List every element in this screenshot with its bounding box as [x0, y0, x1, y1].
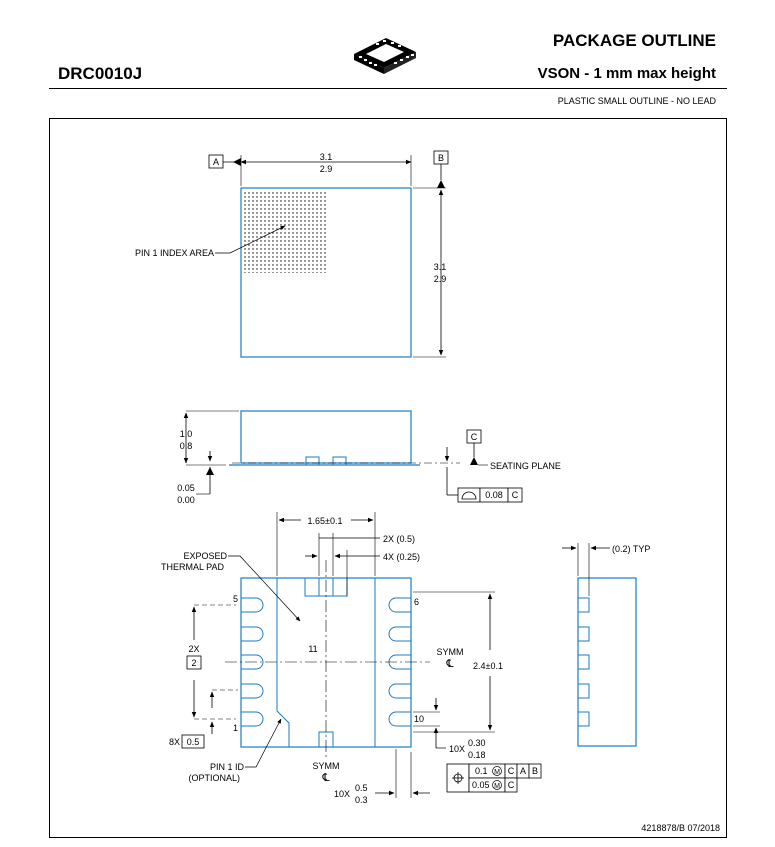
pos-datum-b: B — [532, 766, 538, 776]
top-view: A 3.1 2.9 B 3.1 2.9 PIN 1 INDEX AREA — [135, 150, 449, 358]
side-view: 1.0 0.8 0.05 0.00 C SEATING PLANE 0.08 C — [177, 410, 561, 505]
package-title: PACKAGE OUTLINE — [552, 31, 716, 50]
datum-b-label: B — [438, 153, 444, 163]
pad-length-tol: 0.1 — [490, 661, 503, 671]
side-height-min: 0.8 — [180, 441, 193, 451]
pad-length-pm-symbol: ± — [486, 661, 491, 671]
exposed-pad-label-2: THERMAL PAD — [161, 562, 225, 572]
drawing-frame — [49, 118, 727, 838]
end-view: (0.2) TYP — [562, 543, 650, 747]
pin-6-label: 6 — [414, 597, 419, 607]
side-height-max: 1.0 — [180, 429, 193, 439]
pos-tol-1-mmc: M — [494, 769, 500, 776]
pos-tol-1-value: 0.1 — [475, 766, 488, 776]
lead-width-max: 0.30 — [468, 738, 486, 748]
pin1-id-label-2: (OPTIONAL) — [188, 773, 240, 783]
flatness-datum: C — [512, 490, 519, 500]
pin-10-label: 10 — [414, 714, 424, 724]
pin-1-label: 1 — [233, 723, 238, 733]
thermal-pad-number: 11 — [308, 644, 317, 654]
pin1-id-label-1: PIN 1 ID — [210, 762, 245, 772]
pad-width-value: 1.65 — [308, 516, 326, 526]
pin1-index-label: PIN 1 INDEX AREA — [135, 248, 214, 258]
pos-tol-2-value: 0.05 — [472, 780, 490, 790]
flatness-value: 0.08 — [485, 490, 503, 500]
package-description: PLASTIC SMALL OUTLINE - NO LEAD — [557, 96, 716, 106]
top-width-min: 2.9 — [320, 164, 333, 174]
top-width-max: 3.1 — [320, 152, 333, 162]
pad-width-pm-symbol: ± — [325, 516, 330, 526]
svg-text:2.4±0.1: 2.4±0.1 — [473, 661, 503, 671]
package-code: DRC0010J — [58, 64, 143, 83]
package-logo-icon — [354, 38, 416, 74]
svg-text:1.65±0.1: 1.65±0.1 — [308, 516, 343, 526]
pitch-8x-label: 8X — [169, 737, 180, 747]
lead-width-prefix: 10X — [449, 744, 465, 754]
pos-tol-2-mmc: M — [494, 783, 500, 790]
seating-plane-label: SEATING PLANE — [490, 461, 561, 471]
lead-width-min: 0.18 — [468, 750, 486, 760]
tab-2x-label: 2X (0.5) — [383, 534, 415, 544]
lead-length-min: 0.3 — [355, 795, 368, 805]
document-number: 4218878/B 07/2018 — [641, 823, 720, 833]
typ-label: (0.2) TYP — [612, 544, 650, 554]
pitch-8x-value: 0.5 — [187, 737, 200, 747]
package-subtitle: VSON - 1 mm max height — [537, 65, 716, 82]
lead-length-prefix: 10X — [334, 789, 350, 799]
symm-bottom-label: SYMM — [313, 761, 340, 771]
pos-datum-c-2: C — [508, 780, 515, 790]
pitch-2x-value: 2 — [191, 658, 196, 668]
side-standoff-min: 0.00 — [177, 495, 195, 505]
symm-right-label: SYMM — [437, 647, 464, 657]
bottom-view: 11 5 6 1 10 EXPOSED THERMAL PAD 1.65±0.1… — [161, 512, 542, 805]
header-rule — [49, 88, 727, 89]
top-length-min: 2.9 — [434, 274, 447, 284]
datum-a-label: A — [213, 157, 219, 167]
tab-4x-label: 4X (0.25) — [383, 552, 420, 562]
pitch-2x-label: 2X — [188, 644, 199, 654]
pos-datum-c-1: C — [508, 766, 515, 776]
pad-width-tol: 0.1 — [330, 516, 343, 526]
datum-c-label: C — [471, 432, 478, 442]
exposed-pad-label-1: EXPOSED — [183, 551, 227, 561]
pos-datum-a: A — [520, 766, 526, 776]
side-standoff-max: 0.05 — [177, 483, 195, 493]
lead-length-max: 0.5 — [355, 783, 368, 793]
symm-bottom-centerline-symbol: ℄ — [321, 772, 329, 784]
symm-right-centerline-symbol: ℄ — [445, 658, 453, 670]
pin-5-label: 5 — [233, 594, 238, 604]
pad-length-value: 2.4 — [473, 661, 486, 671]
top-length-max: 3.1 — [434, 262, 447, 272]
